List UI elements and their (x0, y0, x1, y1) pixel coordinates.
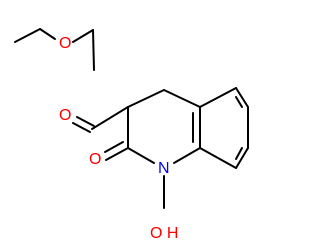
bond-c5-c6 (235, 87, 249, 108)
atom-ring-nitrogen: N (158, 160, 170, 177)
bond-c3-c4 (127, 89, 165, 108)
bond-ch2-ester-o (39, 28, 56, 40)
bond-c4-c4a (163, 89, 201, 108)
molecule-svg: O O O N O H (14, 28, 249, 242)
bond-c5-c6-inner (235, 96, 243, 108)
atom-hydroxyl: O H (150, 225, 178, 242)
bond-c8-c7 (235, 147, 249, 169)
atom-lactam-oxygen: O (89, 151, 101, 168)
molecule-structure-diagram: O O O N O H (14, 28, 249, 242)
bond-ester-c-c3 (91, 106, 129, 130)
bond-ch3-ch2 (14, 28, 41, 43)
bond-c2-o-2 (104, 141, 124, 153)
atom-ester-oxygen: O (59, 35, 71, 52)
bond-carbonyl-c-c3 (92, 29, 95, 71)
bond-carbonyl-c-o-1 (76, 116, 95, 127)
atom-carbonyl-oxygen: O (59, 107, 71, 124)
bond-ester-o-carbonyl-c (72, 29, 94, 43)
bond-c2-n (127, 147, 155, 164)
bond-c8a-c8 (199, 147, 237, 169)
bond-c2-o-1 (105, 147, 129, 161)
bond-c8-c7-inner (235, 147, 243, 160)
bond-c4a-c5 (199, 87, 237, 108)
bond-carbonyl-c-o-2 (72, 122, 91, 133)
bond-n-c8a (173, 147, 201, 164)
